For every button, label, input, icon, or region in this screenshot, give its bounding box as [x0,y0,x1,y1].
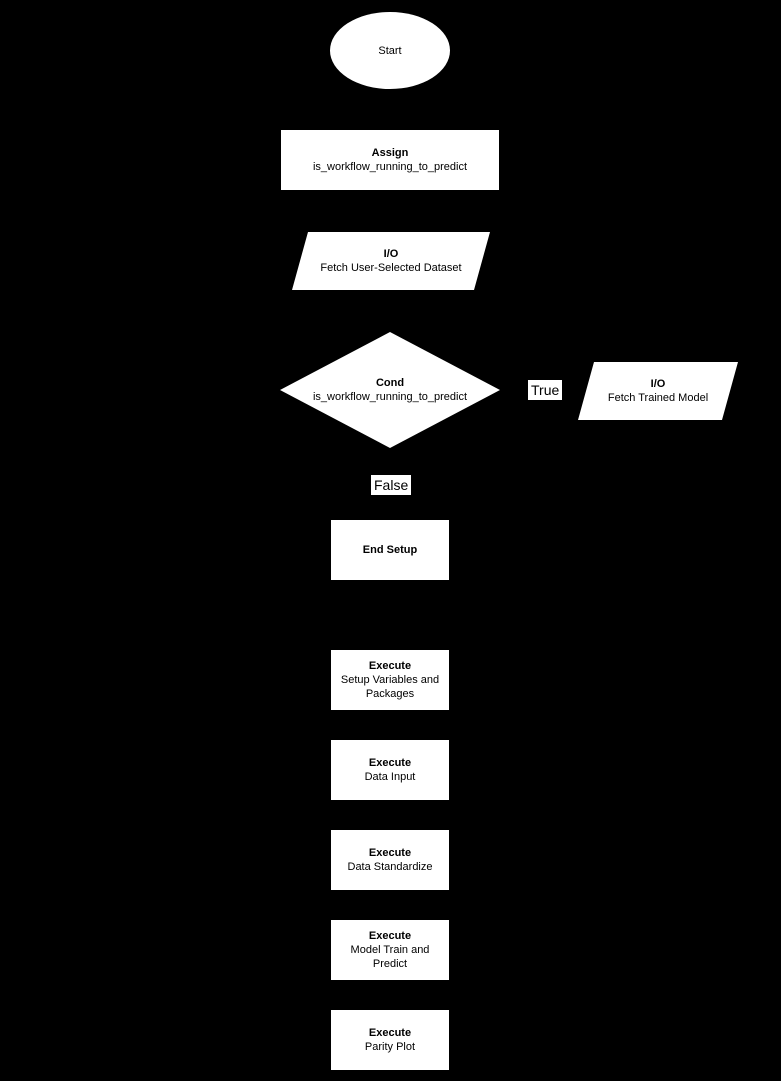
node-cond: Cond is_workflow_running_to_predict [280,332,500,448]
node-end-setup: End Setup [331,520,449,580]
node-io-fetch-dataset-subtitle: Fetch User-Selected Dataset [320,262,462,274]
edge-label-false: False [371,475,412,495]
node-io-fetch-dataset: I/O Fetch User-Selected Dataset [292,232,490,290]
node-io-fetch-model-title: I/O [650,378,666,390]
node-assign-subtitle: is_workflow_running_to_predict [312,161,468,173]
node-execute-setup-variables: Execute Setup Variables and Packages [331,650,449,710]
node-execute-data-input: Execute Data Input [331,740,449,800]
node-execute-model-train-subtitle: Model Train and Predict [350,944,430,970]
node-start: Start [330,12,450,89]
node-execute-model-train-title: Execute [368,930,412,942]
node-io-fetch-dataset-title: I/O [383,248,399,260]
node-end-setup-title: End Setup [362,544,418,556]
node-execute-parity-plot-title: Execute [368,1027,412,1039]
node-execute-data-input-subtitle: Data Input [364,771,416,783]
node-assign-title: Assign [371,147,409,159]
node-cond-subtitle: is_workflow_running_to_predict [312,391,468,403]
node-execute-setup-variables-subtitle: Setup Variables and Packages [340,674,440,700]
node-start-label: Start [378,44,402,57]
node-execute-data-standardize-title: Execute [368,847,412,859]
node-io-fetch-model-subtitle: Fetch Trained Model [607,392,709,404]
node-execute-data-standardize-subtitle: Data Standardize [347,861,433,873]
node-assign: Assign is_workflow_running_to_predict [281,130,499,190]
node-execute-data-standardize: Execute Data Standardize [331,830,449,890]
node-execute-data-input-title: Execute [368,757,412,769]
edge-label-true: True [528,380,563,400]
node-execute-setup-variables-title: Execute [368,660,412,672]
node-io-fetch-model: I/O Fetch Trained Model [578,362,738,420]
node-cond-title: Cond [375,377,405,389]
node-execute-model-train: Execute Model Train and Predict [331,920,449,980]
node-execute-parity-plot: Execute Parity Plot [331,1010,449,1070]
node-execute-parity-plot-subtitle: Parity Plot [364,1041,416,1053]
